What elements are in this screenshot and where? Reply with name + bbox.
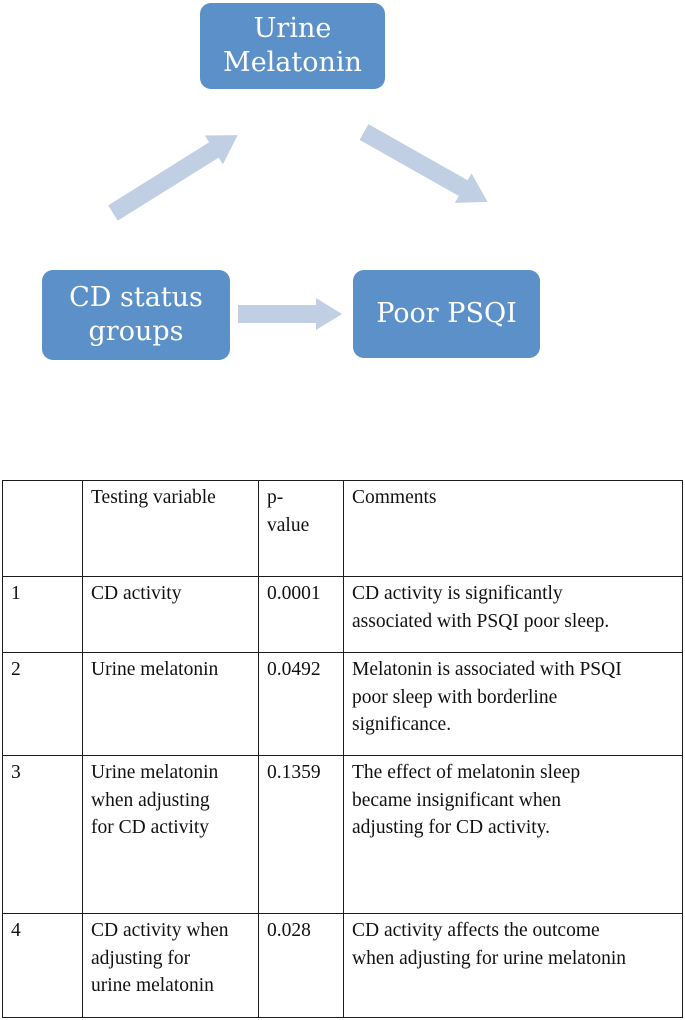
- row-index: 3: [2, 755, 83, 914]
- header-comments: Comments: [343, 480, 683, 577]
- row-comment: CD activity is significantly associated …: [343, 576, 683, 653]
- row-comment: The effect of melatonin sleep became ins…: [343, 755, 683, 914]
- table-row: 4 CD activity when adjusting for urine m…: [2, 913, 683, 1018]
- mediation-diagram: Urine Melatonin CD status groups Poor PS…: [0, 0, 685, 480]
- row-p-value: 0.1359: [258, 755, 344, 914]
- row-p-value: 0.0001: [258, 576, 344, 653]
- row-testing-variable: Urine melatonin when adjusting for CD ac…: [82, 755, 259, 914]
- table-row: 2 Urine melatonin 0.0492 Melatonin is as…: [2, 652, 683, 756]
- results-table: Testing variable p- value Comments 1 CD …: [2, 480, 683, 1018]
- row-comment: CD activity affects the outcome when adj…: [343, 913, 683, 1018]
- node-poor-psqi-label: Poor PSQI: [376, 298, 517, 330]
- row-index: 4: [2, 913, 83, 1018]
- header-blank: [2, 480, 83, 577]
- table-header-row: Testing variable p- value Comments: [2, 480, 683, 577]
- row-index: 1: [2, 576, 83, 653]
- row-index: 2: [2, 652, 83, 756]
- row-p-value: 0.0492: [258, 652, 344, 756]
- node-cd-status-groups-label: CD status groups: [69, 282, 203, 347]
- node-urine-melatonin: Urine Melatonin: [200, 3, 385, 89]
- arrow-urine-melatonin-to-poor-psqi-icon: [359, 124, 488, 203]
- node-urine-melatonin-label: Urine Melatonin: [223, 13, 362, 78]
- arrow-cd-to-urine-melatonin-icon: [108, 135, 238, 221]
- row-p-value: 0.028: [258, 913, 344, 1018]
- diagram-arrows-layer: [108, 124, 488, 330]
- node-cd-status-groups: CD status groups: [42, 270, 230, 360]
- table-row: 3 Urine melatonin when adjusting for CD …: [2, 755, 683, 914]
- arrow-cd-to-poor-psqi-icon: [238, 298, 342, 330]
- header-testing-variable: Testing variable: [82, 480, 259, 577]
- row-testing-variable: Urine melatonin: [82, 652, 259, 756]
- node-poor-psqi: Poor PSQI: [353, 270, 540, 358]
- row-comment: Melatonin is associated with PSQI poor s…: [343, 652, 683, 756]
- table-row: 1 CD activity 0.0001 CD activity is sign…: [2, 576, 683, 653]
- row-testing-variable: CD activity when adjusting for urine mel…: [82, 913, 259, 1018]
- header-p-value: p- value: [258, 480, 344, 577]
- row-testing-variable: CD activity: [82, 576, 259, 653]
